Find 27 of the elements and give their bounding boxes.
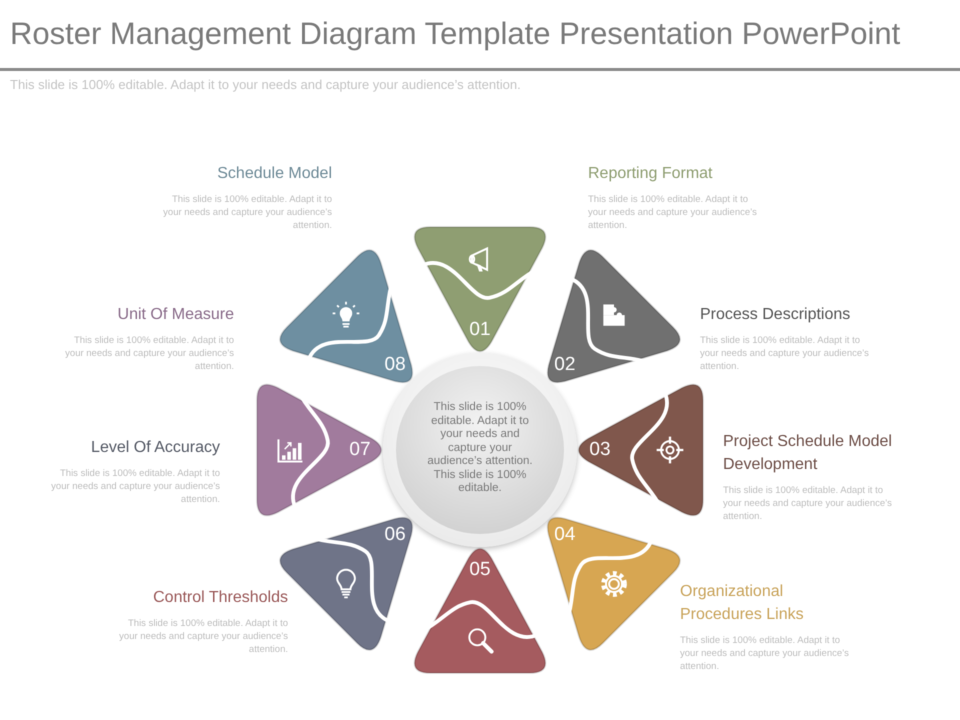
- description-text: This slide is 100% editable. Adapt it to your needs and capture your audience’s attention.: [723, 484, 893, 523]
- heading-text: Process Descriptions: [700, 305, 852, 325]
- subtitle: This slide is 100% editable. Adapt it to your needs and capture your audience’s attention.: [10, 77, 521, 92]
- heading-text: Project Schedule Model Development: [723, 432, 893, 475]
- step-number: 03: [588, 439, 612, 461]
- step-number: 06: [384, 524, 407, 546]
- heading-text: Level Of Accuracy: [90, 438, 220, 458]
- description-text: This slide is 100% editable. Adapt it to your needs and capture your audience’s attention.: [64, 334, 234, 373]
- description-text: This slide is 100% editable. Adapt it to your needs and capture your audience’s attention.: [588, 193, 758, 232]
- title: Roster Management Diagram Template Presentation PowerPoint: [10, 16, 900, 52]
- step-number: 02: [553, 354, 576, 376]
- heading-text: Schedule Model: [216, 164, 332, 184]
- description-text: This slide is 100% editable. Adapt it to your needs and capture your audience’s attention.: [700, 334, 870, 373]
- step-number: 01: [468, 319, 492, 341]
- center-text: This slide is 100% editable. Adapt it to your needs and capture your audience’s attention. This slide is 100% editable.: [426, 401, 534, 496]
- description-text: This slide is 100% editable. Adapt it to your needs and capture your audience’s attention.: [162, 193, 332, 232]
- description-text: This slide is 100% editable. Adapt it to your needs and capture your audience’s attention.: [680, 634, 850, 673]
- description-text: This slide is 100% editable. Adapt it to your needs and capture your audience’s attention.: [50, 467, 220, 506]
- description-text: This slide is 100% editable. Adapt it to your needs and capture your audience’s attention.: [118, 617, 288, 656]
- heading-text: Reporting Format: [588, 164, 714, 184]
- step-number: 05: [468, 559, 492, 581]
- step-number: 08: [384, 354, 407, 376]
- step-number: 04: [553, 524, 576, 546]
- step-number: 07: [348, 439, 372, 461]
- heading-text: Organizational Procedures Links: [680, 582, 805, 625]
- heading-text: Unit Of Measure: [116, 305, 234, 325]
- heading-text: Control Thresholds: [152, 588, 288, 608]
